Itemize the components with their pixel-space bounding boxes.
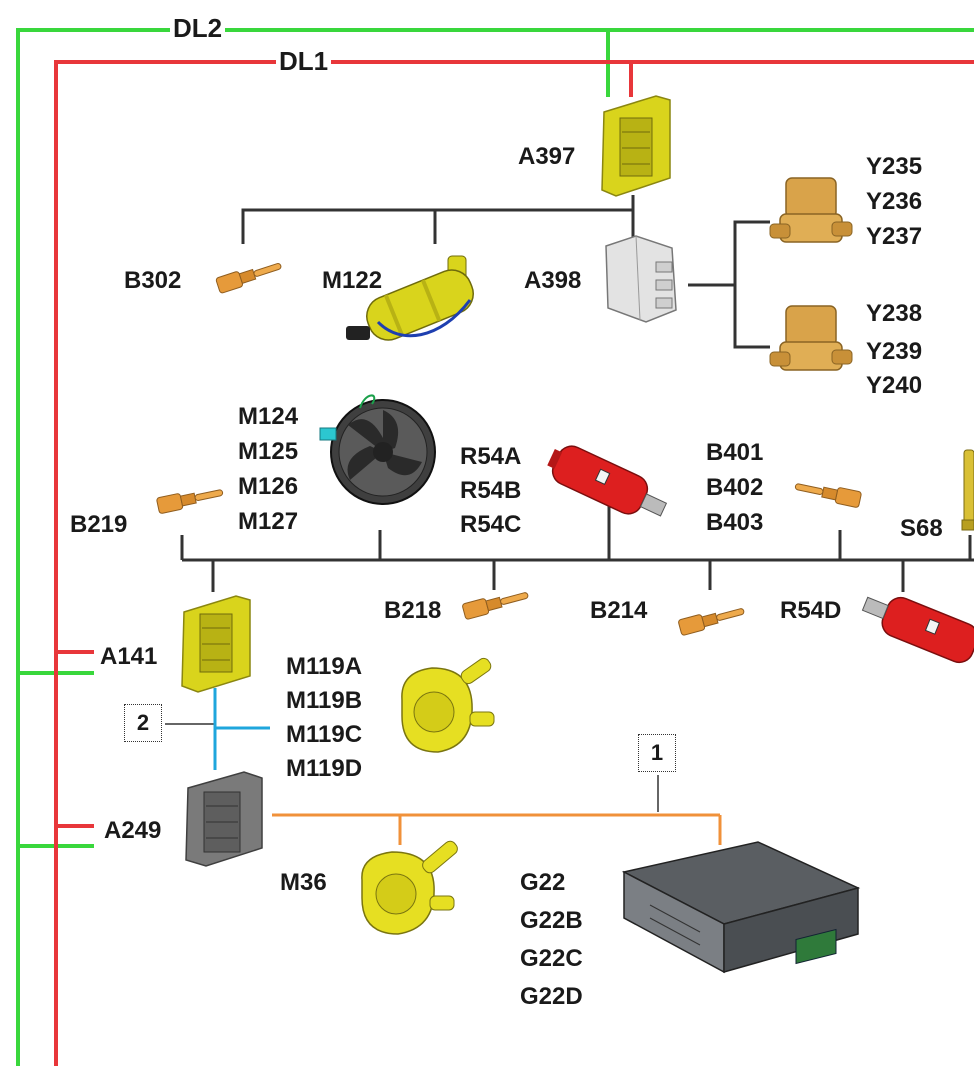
m36-coolant-pump-icon <box>362 839 460 934</box>
callout-2: 2 <box>124 704 162 742</box>
b218-temperature-sensor-icon <box>462 587 530 620</box>
y238-label: Y238 <box>866 297 922 330</box>
r54a-heater-icon <box>543 439 672 528</box>
blue-link-lines <box>215 688 270 770</box>
m127-label: M127 <box>238 505 298 538</box>
b401-temperature-sensor-icon <box>794 478 862 507</box>
m126-label: M126 <box>238 470 298 503</box>
m119-coolant-pump-icon <box>402 656 494 752</box>
m119c-label: M119C <box>286 718 362 751</box>
b402-label: B402 <box>706 471 763 504</box>
m124-label: M124 <box>238 400 298 433</box>
y240-label: Y240 <box>866 369 922 402</box>
b218-label: B218 <box>384 594 441 627</box>
a398-junction-module-icon <box>606 236 676 322</box>
b219-temperature-sensor-icon <box>156 484 224 513</box>
b302-temperature-sensor-icon <box>216 258 284 294</box>
b219-label: B219 <box>70 508 127 541</box>
g22-label: G22 <box>520 866 565 899</box>
callout-1: 1 <box>638 734 676 772</box>
y239-label: Y239 <box>866 335 922 368</box>
s68-label: S68 <box>900 512 943 545</box>
a141-control-unit-icon <box>182 596 250 692</box>
m119d-label: M119D <box>286 752 362 785</box>
valve-upper-icon <box>770 178 852 242</box>
connector-lines <box>182 195 974 592</box>
g22-battery-pack-icon <box>624 842 858 972</box>
m119b-label: M119B <box>286 684 362 717</box>
dl2-bus-label: DL2 <box>170 14 225 42</box>
m122-label: M122 <box>322 264 382 297</box>
b401-label: B401 <box>706 436 763 469</box>
b302-label: B302 <box>124 264 181 297</box>
b214-temperature-sensor-icon <box>678 603 746 636</box>
a141-label: A141 <box>100 640 157 673</box>
m125-label: M125 <box>238 435 298 468</box>
r54d-label: R54D <box>780 594 841 627</box>
a397-control-unit-icon <box>602 96 670 196</box>
dl1-bus-label: DL1 <box>276 47 331 75</box>
a249-label: A249 <box>104 814 161 847</box>
a249-control-unit-icon <box>186 772 262 866</box>
m36-label: M36 <box>280 866 327 899</box>
b214-label: B214 <box>590 594 647 627</box>
a398-label: A398 <box>524 264 581 297</box>
y236-label: Y236 <box>866 185 922 218</box>
y237-label: Y237 <box>866 220 922 253</box>
orange-link-lines <box>272 815 720 845</box>
r54b-label: R54B <box>460 474 521 507</box>
s68-switch-icon <box>962 450 974 530</box>
valve-lower-icon <box>770 306 852 370</box>
g22b-label: G22B <box>520 904 583 937</box>
m119a-label: M119A <box>286 650 362 683</box>
a397-label: A397 <box>518 140 575 173</box>
g22d-label: G22D <box>520 980 583 1013</box>
m124-fan-icon <box>320 395 435 504</box>
r54c-label: R54C <box>460 508 521 541</box>
r54a-label: R54A <box>460 440 521 473</box>
b403-label: B403 <box>706 506 763 539</box>
r54d-heater-icon <box>858 585 974 666</box>
g22c-label: G22C <box>520 942 583 975</box>
y235-label: Y235 <box>866 150 922 183</box>
